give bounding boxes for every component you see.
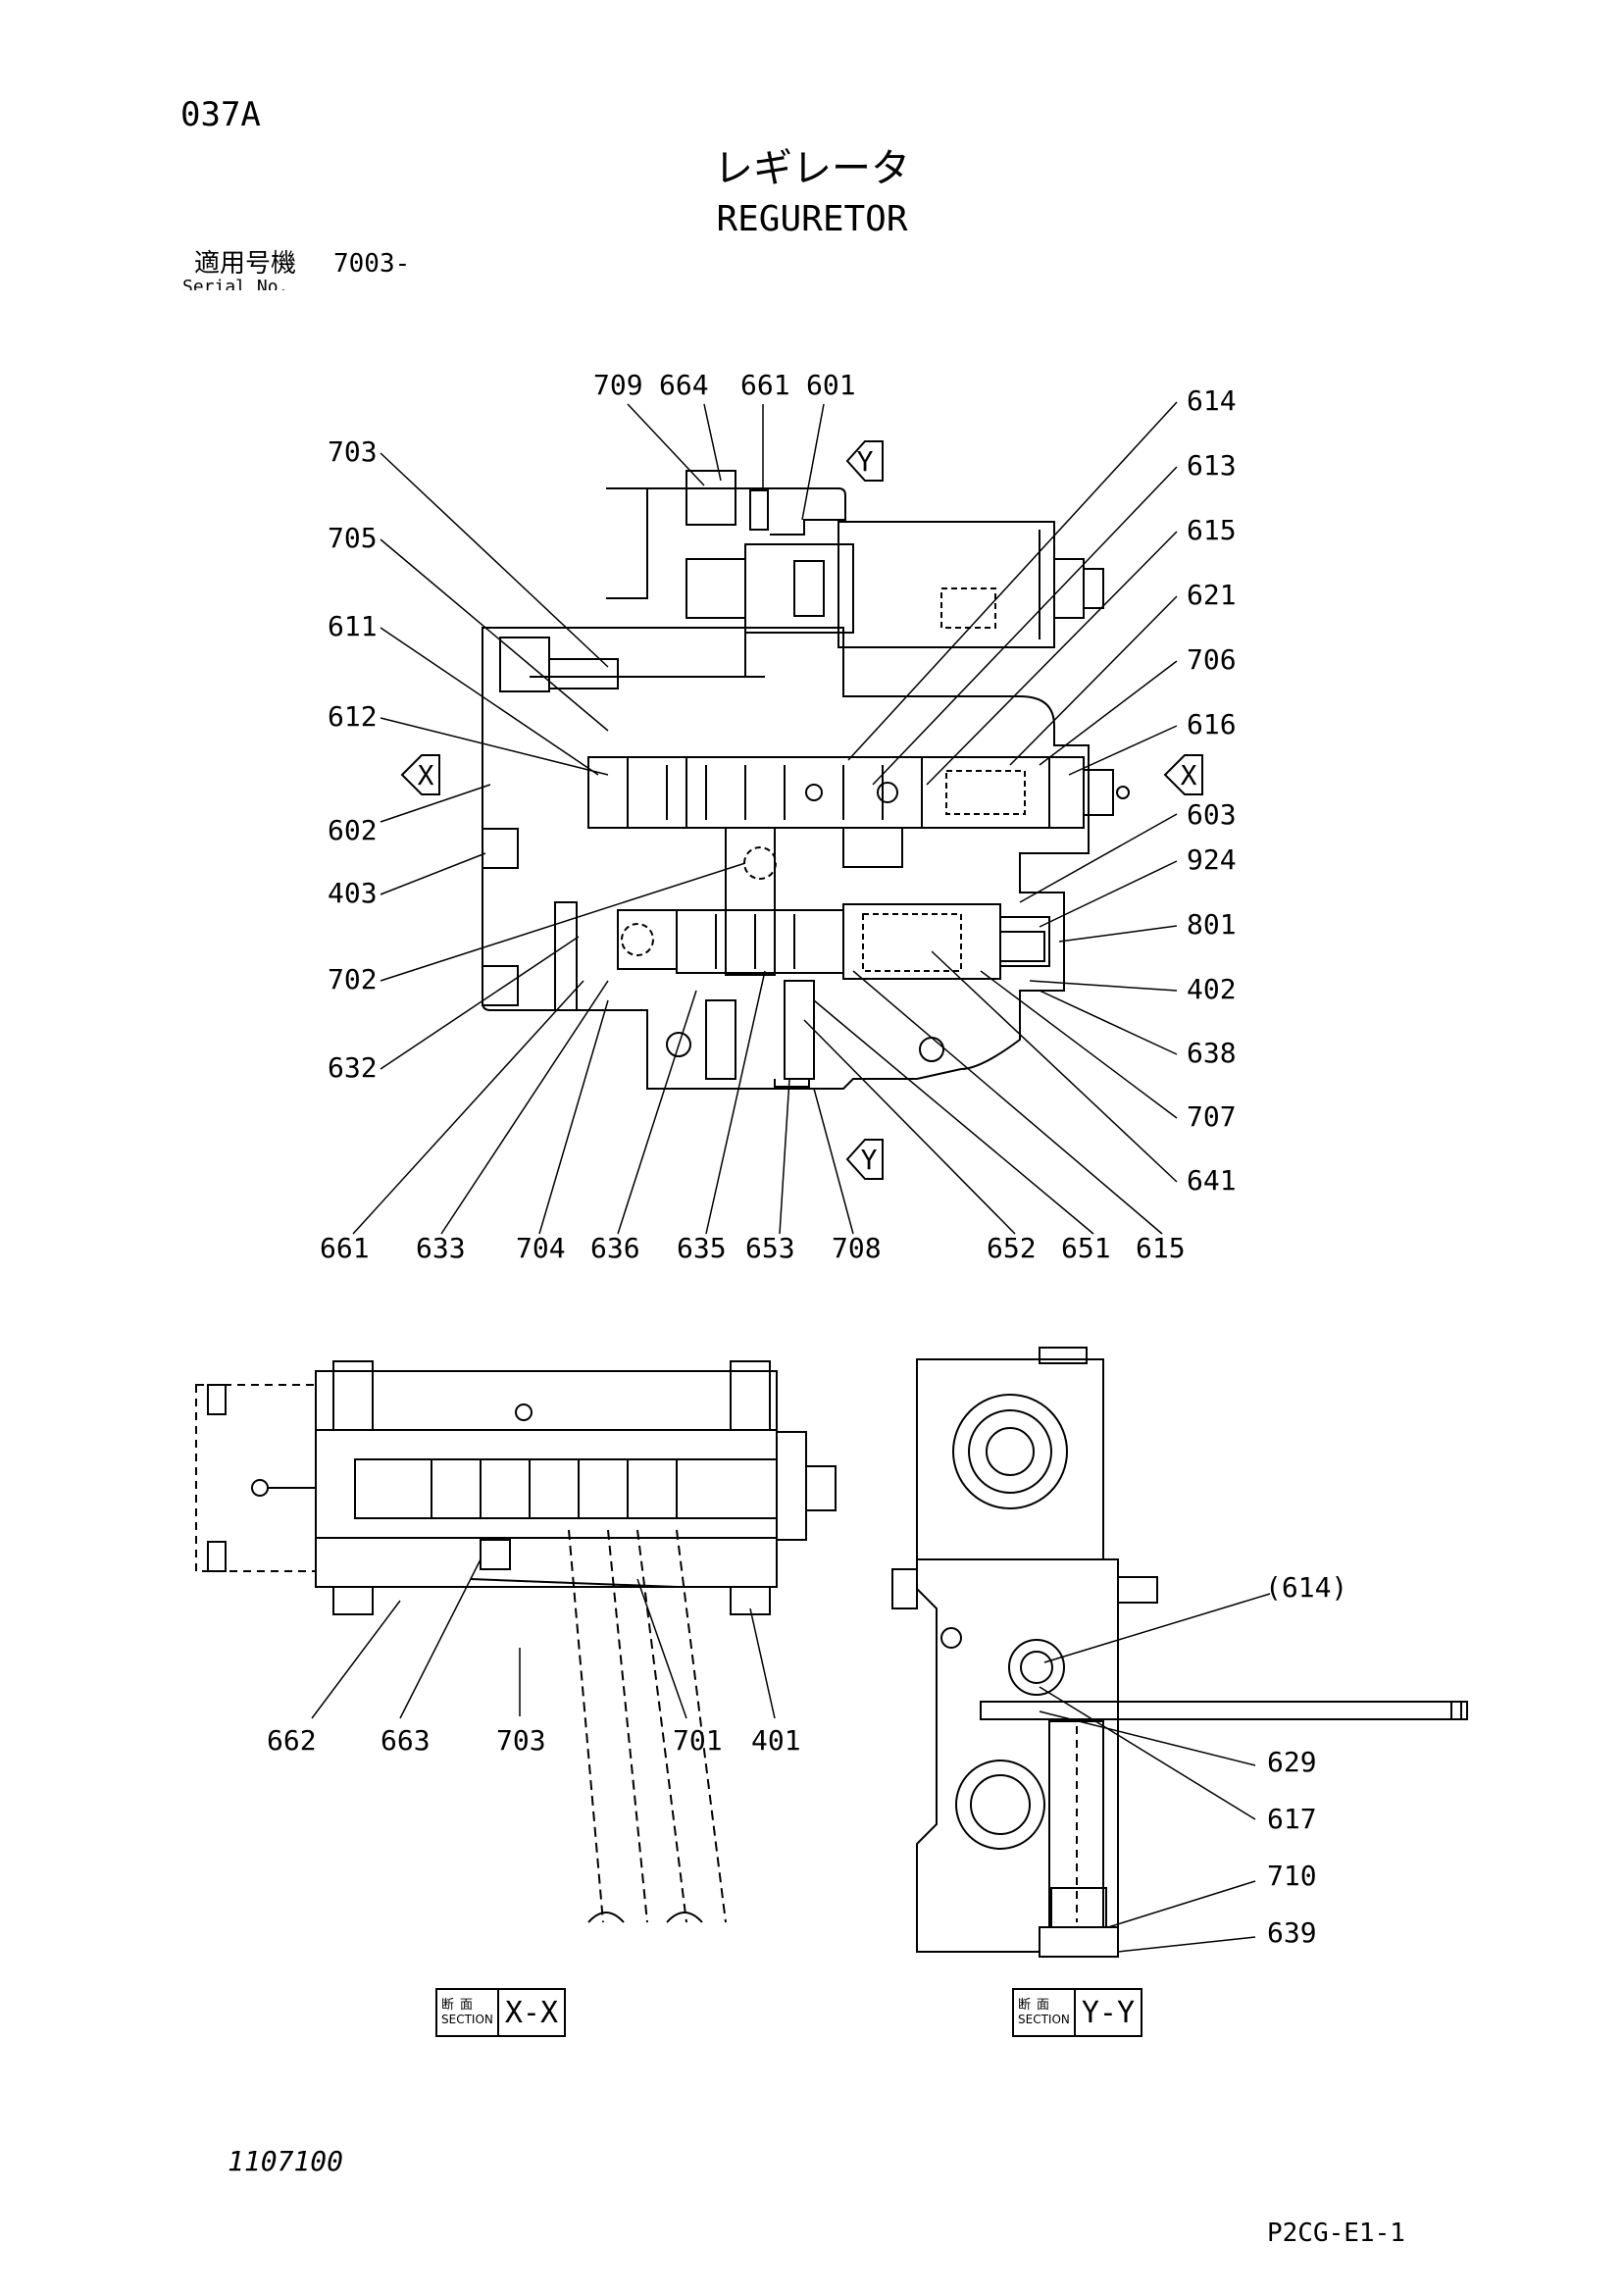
label-601: 601 [806,369,856,401]
label-706: 706 [1187,643,1237,676]
serial-label: 適用号機 [194,249,297,279]
label-707: 707 [1187,1100,1237,1133]
marker-y-bottom: Y [861,1144,878,1176]
label-612: 612 [328,700,378,733]
document-number: 1107100 [228,2145,344,2177]
label-701: 701 [673,1724,723,1757]
label-662: 662 [267,1724,317,1757]
label-702: 702 [328,963,378,995]
label-708: 708 [832,1232,882,1264]
label-924: 924 [1187,843,1237,876]
section-xx-view [195,1360,837,1923]
section-xx-tag: 断面 SECTION X-X [435,1988,567,2037]
serial-value: 7003- [333,249,411,279]
label-636: 636 [590,1232,640,1264]
section-tag-en: SECTION [1018,2012,1070,2026]
label-703: 703 [328,435,378,468]
label-664: 664 [659,369,709,401]
marker-x-left: X [418,759,434,791]
section-name-yy: Y-Y [1081,1995,1136,2030]
label-653: 653 [745,1232,795,1264]
label-602: 602 [328,814,378,846]
label-638: 638 [1187,1037,1237,1069]
section-yy-labels: (614) 629 617 710 639 [1265,1571,1347,1949]
section-yy-tag: 断面 SECTION Y-Y [1012,1988,1143,2037]
label-641: 641 [1187,1164,1237,1197]
label-614-paren: (614) [1265,1571,1347,1604]
label-402: 402 [1187,973,1237,1005]
leader-lines-main [352,401,1178,1235]
label-661-bottom: 661 [320,1232,370,1264]
main-view-labels: 709 664 661 601 614 613 615 621 706 616 … [320,369,1237,1264]
marker-y-top: Y [857,445,874,478]
label-661-top: 661 [740,369,790,401]
label-613: 613 [1187,449,1237,482]
label-632: 632 [328,1051,378,1084]
label-710: 710 [1267,1860,1317,1892]
label-614: 614 [1187,384,1237,417]
label-603: 603 [1187,798,1237,831]
page-code-number: 037A [180,95,261,134]
label-617: 617 [1267,1803,1317,1835]
label-615-bottom: 615 [1136,1232,1186,1264]
label-635: 635 [677,1232,727,1264]
label-704: 704 [516,1232,566,1264]
label-801: 801 [1187,908,1237,941]
section-tag-jp: 断面 [1018,1998,1056,2014]
label-621: 621 [1187,579,1237,611]
label-616: 616 [1187,708,1237,740]
section-markers: Y X X Y [400,440,1203,1180]
label-705: 705 [328,522,378,554]
label-652: 652 [987,1232,1037,1264]
label-401: 401 [751,1724,801,1757]
section-xx-labels: 662 663 703 701 401 [267,1724,801,1757]
label-615: 615 [1187,514,1237,546]
page-code: P2CG-E1-1 [1267,2219,1405,2248]
marker-x-right: X [1181,759,1197,791]
serial-sublabel: Serial No. [182,279,289,290]
main-view-body [482,470,1130,1090]
label-633: 633 [416,1232,466,1264]
label-663: 663 [381,1724,431,1757]
section-yy-view [891,1347,1468,1958]
label-611: 611 [328,610,378,642]
label-403: 403 [328,877,378,909]
label-651: 651 [1061,1232,1111,1264]
title-japanese: レギレータ [714,146,910,191]
section-tag-stamp: 断面 SECTION [437,1990,499,2035]
label-709: 709 [593,369,643,401]
label-629: 629 [1267,1746,1317,1778]
title-english: REGURETOR [716,199,908,239]
section-tag-jp: 断面 [441,1998,480,2014]
label-639: 639 [1267,1916,1317,1949]
section-tag-stamp: 断面 SECTION [1014,1990,1076,2035]
section-name-xx: X-X [504,1995,559,2030]
section-tag-en: SECTION [441,2012,493,2026]
label-703-xx: 703 [496,1724,546,1757]
